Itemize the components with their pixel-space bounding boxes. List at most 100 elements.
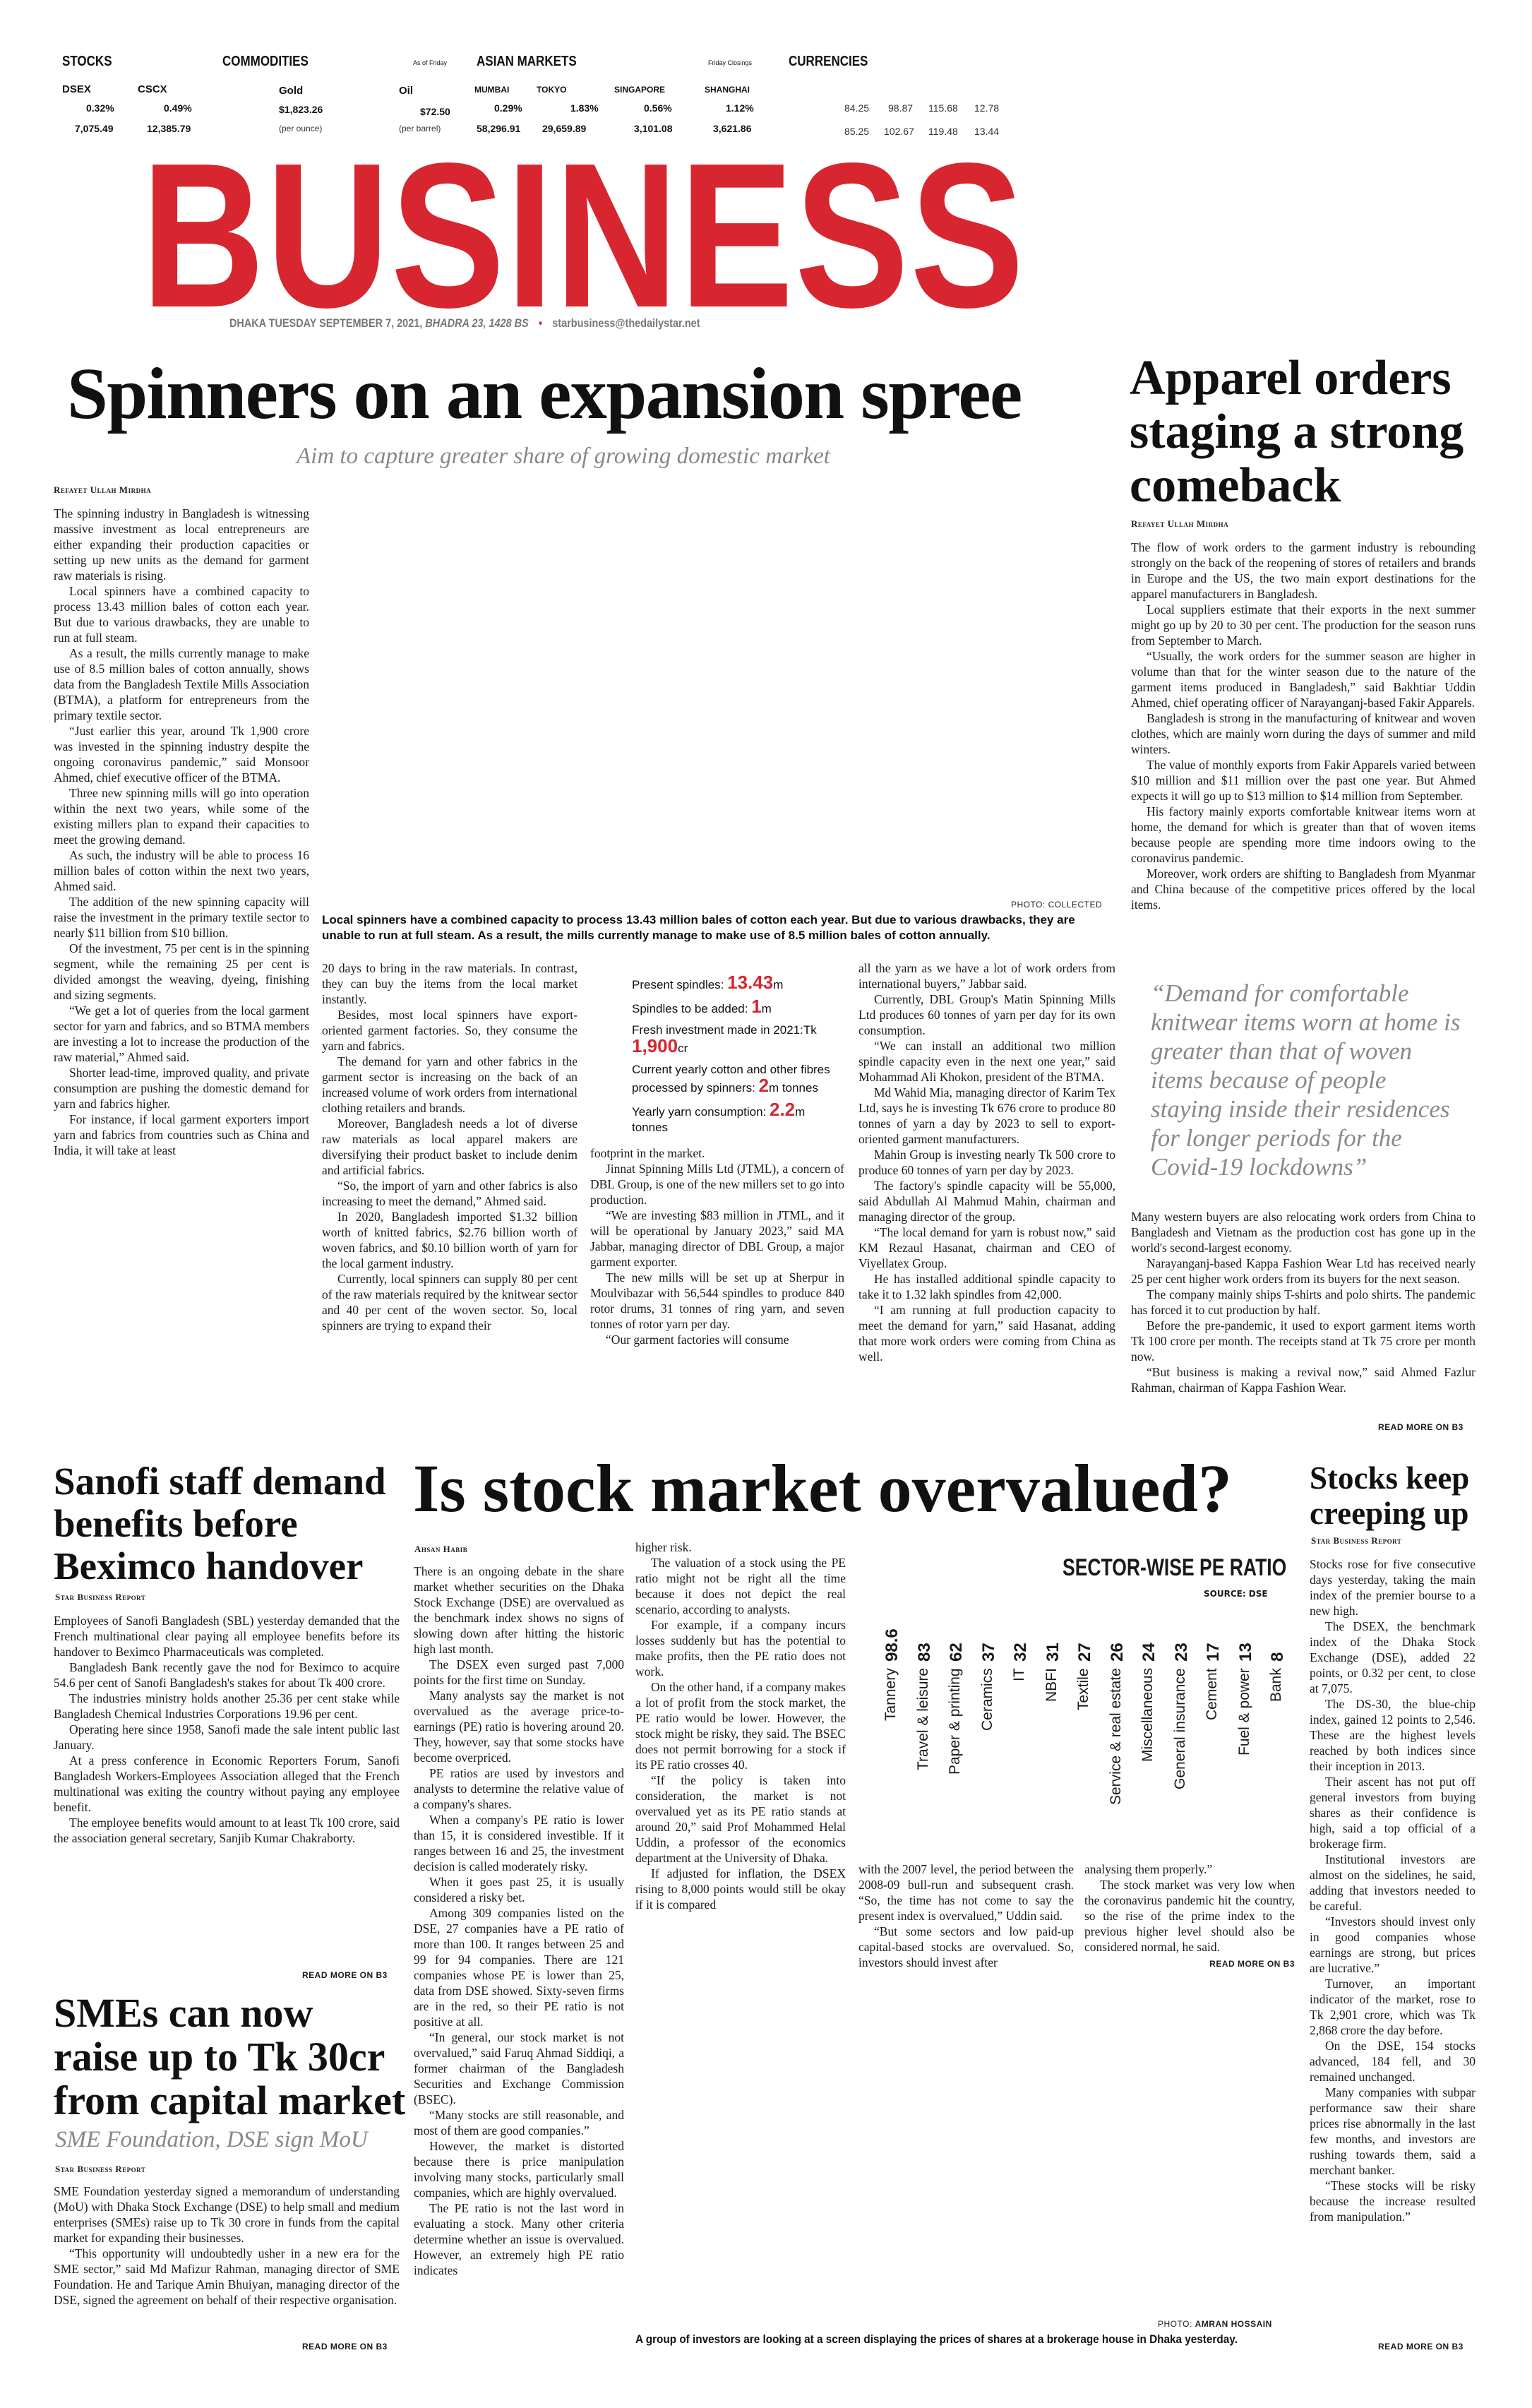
spinners-photo (322, 506, 1115, 898)
fact-label: Current yearly cotton and other fibres p… (632, 1063, 830, 1095)
bar-value-label: 32 (1011, 1643, 1030, 1662)
read-more-link[interactable]: READ MORE ON B3 (1378, 2342, 1464, 2352)
pull-quote: “Demand for comfortable knitwear items w… (1151, 979, 1461, 1181)
investors-photo (635, 2009, 1295, 2317)
paragraph: “But business is making a revival now,” … (1131, 1365, 1476, 1395)
overvalued-col4-wrap: analysing them properly.” The stock marke… (1084, 1861, 1295, 1969)
paragraph: The spinning industry in Bangladesh is w… (54, 506, 309, 583)
photographer: AMRAN HOSSAIN (1195, 2319, 1272, 2329)
spinners-headline[interactable]: Spinners on an expansion spree (67, 353, 1022, 434)
bar-value-label: 26 (1107, 1643, 1127, 1662)
apparel-headline[interactable]: Apparel orders staging a strong comeback (1130, 351, 1464, 513)
commodities-note: As of Friday (413, 59, 448, 66)
bar-value-label: 31 (1043, 1643, 1063, 1662)
paragraph: “Many stocks are still reasonable, and m… (414, 2108, 624, 2138)
paragraph: Before the pre-pandemic, it used to expo… (1131, 1318, 1476, 1364)
fact-value: 2.2 (770, 1099, 796, 1120)
paragraph: “We can install an additional two millio… (858, 1039, 1115, 1084)
ticker-value: 58,296.91 (477, 123, 521, 134)
read-more-link[interactable]: READ MORE ON B3 (302, 1970, 388, 1980)
ticker-change: 1.83% (570, 102, 599, 114)
fact-item: Yearly yarn consumption: 2.2m tonnes (632, 1099, 844, 1136)
currency-rate: 102.67 (884, 126, 914, 137)
paragraph: “We get a lot of queries from the local … (54, 1003, 309, 1064)
paragraph: There is an ongoing debate in the share … (414, 1564, 624, 1656)
fact-label: Fresh investment made in 2021:Tk (632, 1023, 817, 1037)
paragraph: For instance, if local garment exporters… (54, 1112, 309, 1157)
currency-rate: 12.78 (974, 102, 1000, 114)
ticker-value: 3,101.08 (634, 123, 673, 134)
ticker-name: Gold (279, 85, 304, 97)
overvalued-col2: higher risk.The valuation of a stock usi… (635, 1539, 846, 1998)
paragraph: Turnover, an important indicator of the … (1310, 1977, 1476, 2037)
paragraph: higher risk. (635, 1540, 692, 1554)
ticker-name: DSEX (62, 83, 91, 95)
ticker-unit: (per barrel) (399, 124, 441, 133)
paragraph: If adjusted for inflation, the DSEX risi… (635, 1866, 846, 1912)
category-label: Ceramics (979, 1668, 995, 1731)
paragraph: Jinnat Spinning Mills Ltd (JTML), a conc… (590, 1162, 844, 1207)
photo-label: PHOTO: (1158, 2319, 1192, 2329)
chart-title: SECTOR-WISE PE RATIO (1063, 1554, 1287, 1581)
sme-body: SME Foundation yesterday signed a memora… (54, 2183, 400, 2332)
paragraph: On the DSE, 154 stocks advanced, 184 fel… (1310, 2039, 1476, 2084)
ticker-name: TOKYO (537, 85, 567, 95)
spinners-subhead: Aim to capture greater share of growing … (297, 443, 830, 469)
read-more-link[interactable]: READ MORE ON B3 (1209, 1959, 1295, 1969)
fact-item: Current yearly cotton and other fibres p… (632, 1062, 844, 1096)
ticker-change: 0.32% (86, 102, 114, 114)
paragraph: “Usually, the work orders for the summer… (1131, 649, 1476, 710)
currencies-title: CURRENCIES (789, 54, 868, 69)
paragraph: Stocks rose for five consecutive days ye… (1310, 1557, 1476, 1618)
paragraph: His factory mainly exports comfortable k… (1131, 804, 1476, 865)
read-more-link[interactable]: READ MORE ON B3 (1378, 1422, 1464, 1432)
paragraph: The stock market was very low when the c… (1084, 1878, 1295, 1954)
paragraph: Shorter lead-time, improved quality, and… (54, 1066, 309, 1111)
stocks-body: Stocks rose for five consecutive days ye… (1310, 1556, 1476, 2333)
fact-item: Fresh investment made in 2021:Tk 1,900cr (632, 1023, 844, 1056)
ticker-price: $72.50 (420, 106, 450, 117)
email-link[interactable]: starbusiness@thedailystar.net (552, 316, 700, 330)
paragraph: The employee benefits would amount to at… (54, 1816, 400, 1845)
category-label: General insurance (1171, 1668, 1188, 1789)
spinners-caption: Local spinners have a combined capacity … (322, 913, 1075, 942)
ticker-value: 12,385.79 (147, 123, 191, 134)
paragraph: At a press conference in Economic Report… (54, 1753, 400, 1814)
read-more-link[interactable]: READ MORE ON B3 (302, 2342, 388, 2352)
sanofi-headline[interactable]: Sanofi staff demand benefits before Bexi… (54, 1460, 386, 1587)
category-label: Paper & printing (947, 1668, 963, 1775)
category-label: Miscellaneous (1139, 1668, 1156, 1763)
sme-byline: Star Business Report (55, 2164, 146, 2174)
currency-rate: 13.44 (974, 126, 1000, 137)
paragraph: Their ascent has not put off general inv… (1310, 1775, 1476, 1851)
fact-unit: m tonnes (632, 1105, 806, 1134)
overvalued-col1: There is an ongoing debate in the share … (414, 1563, 624, 2326)
spinners-col2: 20 days to bring in the raw materials. I… (322, 960, 578, 1426)
ticker-change: 0.56% (644, 102, 672, 114)
bar-value-label: 27 (1075, 1643, 1094, 1662)
paragraph: However, the market is distorted because… (414, 2139, 624, 2200)
ticker-price: $1,823.26 (279, 104, 323, 115)
overvalued-col3: with the 2007 level, the period between … (858, 1861, 1074, 1970)
paragraph: with the 2007 level, the period between … (858, 1862, 1074, 1923)
ticker-value: 29,659.89 (542, 123, 587, 134)
sme-headline[interactable]: SMEs can now raise up to Tk 30cr from ca… (54, 1990, 406, 2123)
paragraph: analysing them properly.” (1084, 1862, 1213, 1876)
paragraph: “I am running at full production capacit… (858, 1303, 1115, 1364)
paragraph: As a result, the mills currently manage … (54, 646, 309, 722)
ticker-change: 0.49% (164, 102, 192, 114)
stocks-headline[interactable]: Stocks keep creeping up (1310, 1460, 1470, 1531)
asian-markets-title: ASIAN MARKETS (477, 54, 577, 69)
paragraph: Many analysts say the market is not over… (414, 1688, 624, 1765)
spinners-col3: footprint in the market.Jinnat Spinning … (590, 1145, 844, 1347)
paragraph: The PE ratio is not the last word in eva… (414, 2201, 624, 2277)
spinners-byline: Refayet Ullah Mirdha (54, 484, 152, 495)
overvalued-headline[interactable]: Is stock market overvalued? (413, 1450, 1232, 1526)
paragraph: Many companies with subpar performance s… (1310, 2085, 1476, 2177)
paragraph: For example, if a company incurs losses … (635, 1618, 846, 1679)
fact-item: Spindles to be added: 1m (632, 997, 844, 1017)
paragraph: SME Foundation yesterday signed a memora… (54, 2184, 400, 2245)
chart-source: SOURCE: DSE (1204, 1589, 1268, 1599)
